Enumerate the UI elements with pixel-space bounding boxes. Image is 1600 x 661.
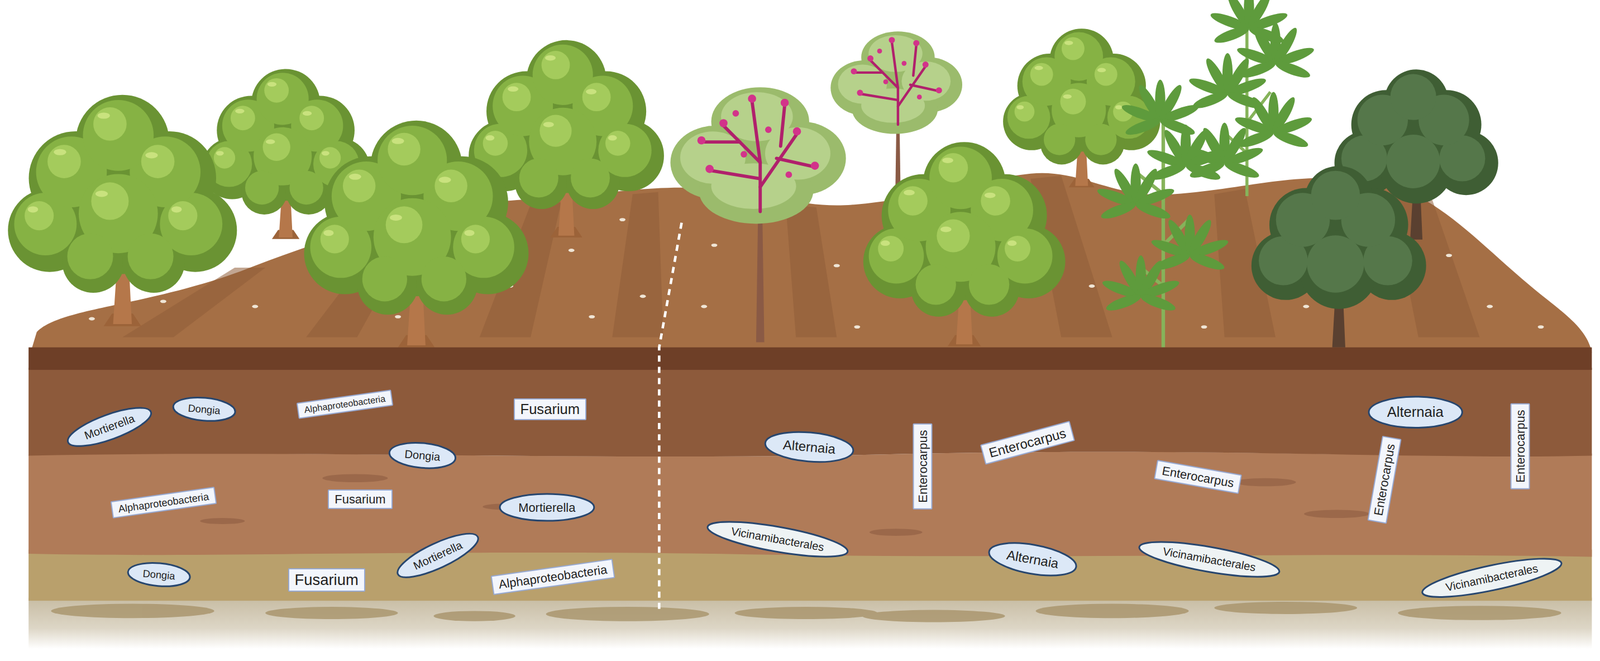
cassava-plant — [1095, 79, 1230, 348]
taxon-label: Alternaia — [1387, 403, 1444, 420]
taxon-ellipse: Alternaia — [762, 427, 856, 467]
taxon-ellipse: Mortierella — [390, 523, 485, 587]
taxon-label: Enterocarpus — [987, 424, 1068, 461]
taxon-label: Dongia — [404, 447, 441, 464]
taxon-label: Fusarium — [294, 570, 359, 589]
ellipse-shape — [1368, 396, 1463, 428]
taxon-label: Fusarium — [334, 492, 386, 506]
ellipse-shape — [986, 537, 1079, 582]
taxon-ellipse: Dongia — [126, 559, 193, 590]
trees-front — [7, 79, 1426, 348]
taxon-ellipse: Vicinamibacterales — [704, 512, 852, 565]
taxon-label: Fusarium — [520, 400, 581, 418]
taxon-label: Alphaproteobacteria — [117, 489, 210, 515]
ellipse-shape — [172, 395, 236, 424]
taxon-ellipse: Mortierella — [61, 398, 157, 455]
soil-profile — [28, 347, 1592, 649]
ellipse-shape — [763, 428, 855, 466]
ellipse-shape — [1419, 550, 1564, 605]
ellipse-shape — [63, 399, 156, 454]
taxon-box: Alphaproteobacteria — [490, 558, 616, 595]
taxon-box: Alphaproteobacteria — [110, 486, 217, 519]
taxon-box: Fusarium — [513, 398, 587, 420]
taxon-label: Mortierella — [518, 500, 576, 515]
taxon-label: Alphaproteobacteria — [303, 393, 387, 415]
taxon-ellipse: Mortierella — [498, 492, 596, 522]
taxon-ellipse: Dongia — [387, 438, 458, 472]
taxon-label: Enterocarpus — [1371, 442, 1398, 517]
taxon-box: Fusarium — [288, 567, 366, 592]
taxon-label: Enterocarpus — [1161, 463, 1236, 490]
taxon-ellipse: Vicinamibacterales — [1418, 549, 1566, 606]
taxon-box: Enterocarpus — [1510, 402, 1531, 489]
taxon-label: Enterocarpus — [1513, 409, 1528, 482]
ellipse-shape — [388, 440, 457, 471]
taxon-ellipse: Dongia — [170, 393, 238, 425]
taxon-label: Enterocarpus — [915, 430, 930, 503]
taxon-ellipse: Vicinamibacterales — [1135, 533, 1283, 586]
cassava-plant — [1184, 0, 1316, 197]
divider-line — [658, 222, 682, 609]
taxon-label: Alphaproteobacteria — [498, 561, 609, 591]
taxon-ellipse: Alternaia — [985, 536, 1080, 583]
taxon-box: Enterocarpus — [1367, 435, 1402, 524]
ellipse-shape — [499, 493, 595, 521]
taxon-box: Enterocarpus — [980, 421, 1076, 466]
taxon-box: Fusarium — [327, 489, 393, 509]
taxon-box: Enterocarpus — [912, 423, 933, 510]
taxon-box: Enterocarpus — [1153, 459, 1243, 494]
ellipse-shape — [1137, 534, 1282, 584]
ellipse-shape — [705, 514, 850, 564]
ellipse-shape — [392, 525, 484, 586]
ellipse-shape — [127, 560, 191, 589]
taxon-box: Alphaproteobacteria — [296, 389, 394, 419]
taxon-ellipse: Alternaia — [1367, 395, 1464, 429]
